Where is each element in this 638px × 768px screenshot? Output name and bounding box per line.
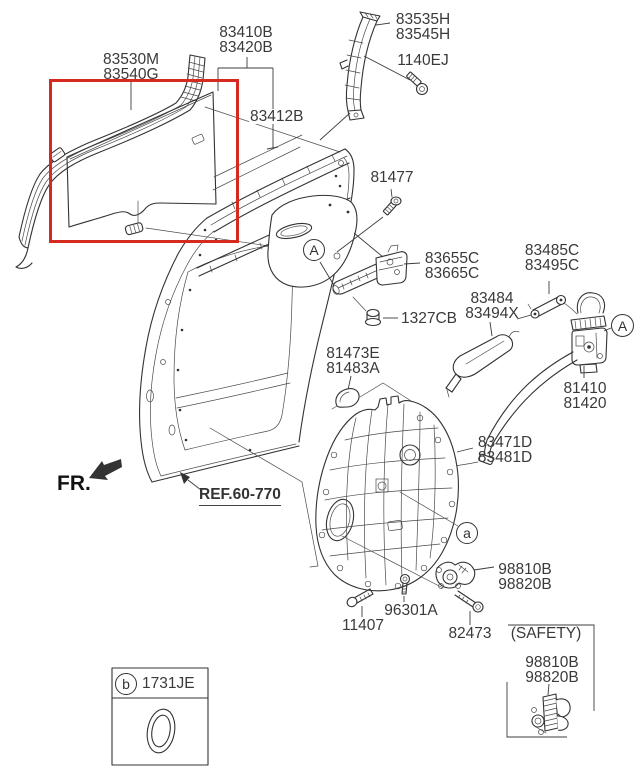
part-number: 1327CB <box>400 310 457 327</box>
part-label-bolt-82473: 82473 <box>446 625 494 642</box>
bolt-82473 <box>454 590 484 625</box>
part-label-rear-channel: 83535H 83545H <box>391 11 455 43</box>
callout-module: a <box>456 522 478 544</box>
callout-latch: A <box>611 314 634 337</box>
latch-bracket <box>445 314 532 398</box>
part-number: 83481D <box>477 449 533 466</box>
part-number: 11407 <box>342 617 384 634</box>
safety-motor-drawing <box>531 693 571 735</box>
part-number: 83655C <box>424 250 480 267</box>
part-number: 83420B <box>219 39 273 56</box>
part-label-bolt-81477: 81477 <box>367 169 417 186</box>
part-label-door-latch: 81410 81420 <box>559 380 611 412</box>
safety-caption: (SAFETY) <box>504 625 588 642</box>
inside-handle <box>332 244 421 312</box>
leader-front-channel <box>217 57 279 150</box>
part-number: 83665C <box>424 265 480 282</box>
part-number: 98810B <box>525 654 579 671</box>
part-label-bolt-11407: 11407 <box>340 617 386 634</box>
part-label-handle-rod: 83485C 83495C <box>520 242 584 274</box>
glass-run-weatherstrip <box>15 54 206 269</box>
part-label-module-panel: 83471D 83481D <box>474 434 536 466</box>
part-label-glass: 83412B <box>249 108 305 125</box>
part-number: 83471D <box>477 434 533 451</box>
ref-arrowhead <box>180 472 190 484</box>
part-number: 81483A <box>326 360 380 377</box>
part-number: 81420 <box>563 395 607 412</box>
ref-link[interactable]: REF.60-770 <box>199 486 281 506</box>
nut-1327CB <box>364 308 398 327</box>
part-number: 83410B <box>219 24 273 41</box>
part-number: 83494X <box>465 305 519 322</box>
safety-section <box>506 624 595 738</box>
part-label-safety-motor: 98810B 98820B <box>521 654 583 686</box>
rear-run-channel <box>319 11 411 141</box>
caption-text: (SAFETY) <box>510 625 582 642</box>
part-number: 83545H <box>395 26 451 43</box>
part-label-latch-bracket: 83484 83494X <box>463 290 521 322</box>
part-label-bolt-1140EJ: 1140EJ <box>393 52 453 69</box>
part-number: 81477 <box>370 169 414 186</box>
part-number: 1140EJ <box>397 52 449 69</box>
part-label-front-channel: 83410B 83420B <box>217 24 275 56</box>
part-label-glass-run: 83530M 83540G <box>97 51 165 83</box>
fr-arrow-icon <box>89 459 122 480</box>
part-number: 81410 <box>563 380 607 397</box>
module-panel <box>315 395 474 592</box>
fr-indicator: FR. <box>57 472 91 495</box>
part-label-regulator-motor: 98810B 98820B <box>494 561 556 593</box>
bolt-96301A <box>399 573 411 602</box>
part-label-grommet: 1731JE <box>142 675 195 692</box>
part-number: 83412B <box>250 108 304 125</box>
part-number: 98820B <box>525 669 579 686</box>
part-number: 83530M <box>102 51 159 68</box>
part-number: 98820B <box>498 576 552 593</box>
part-number: 83495C <box>524 257 580 274</box>
ref-leader <box>187 479 202 491</box>
regulator-motor <box>435 561 495 589</box>
callout-grommet: b <box>115 673 137 695</box>
bolt-11407 <box>346 588 374 617</box>
handle-rod <box>527 281 578 319</box>
part-number: 83485C <box>524 242 580 259</box>
part-number: 83535H <box>395 11 451 28</box>
part-number: 83540G <box>103 66 159 83</box>
grommet-box <box>111 667 209 766</box>
part-number: 98810B <box>498 561 552 578</box>
part-number: 82473 <box>448 625 492 642</box>
glass-holder-clamp <box>124 222 144 236</box>
bolt-position-line <box>209 427 319 568</box>
part-number: 1731JE <box>142 675 195 692</box>
bolt-1140EJ <box>406 71 429 96</box>
part-label-nut-1327CB: 1327CB <box>400 310 458 327</box>
part-label-bolt-96301A: 96301A <box>383 602 439 619</box>
bolt-81477 <box>336 188 402 253</box>
door-latch-assembly <box>454 292 612 467</box>
part-number: 81473E <box>326 345 380 362</box>
callout-door-handle: A <box>303 239 325 261</box>
part-label-door-clip: 81473E 81483A <box>323 345 383 377</box>
part-label-inside-handle: 83655C 83665C <box>421 250 483 282</box>
part-number: 83484 <box>470 290 514 307</box>
part-number: 96301A <box>384 602 438 619</box>
